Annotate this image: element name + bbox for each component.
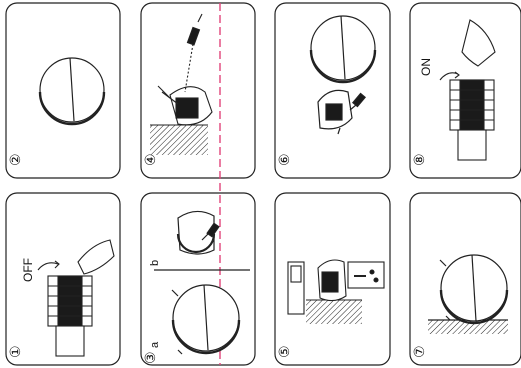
- panel-4-number: ④: [142, 153, 158, 166]
- on-label: ON: [419, 58, 433, 76]
- panel-5-illustration: [288, 260, 384, 324]
- panel-4-illustration: [150, 14, 212, 155]
- panel-8-illustration: [440, 20, 495, 160]
- panel-5-number: ⑤: [276, 345, 292, 358]
- panel-1-illustration: [38, 240, 114, 356]
- off-label: OFF: [21, 258, 35, 282]
- panel-6-number: ⑥: [276, 153, 292, 166]
- panel-2-number: ②: [7, 153, 23, 166]
- panel-3-sub-a: a: [149, 341, 161, 348]
- panel-3-number: ③: [142, 351, 158, 364]
- panel-7-number: ⑦: [411, 345, 427, 358]
- panel-8-number: ⑧: [411, 153, 427, 166]
- panel-2-device: [40, 58, 104, 124]
- panel-3-illustration: [154, 211, 250, 354]
- panel-7-illustration: [428, 255, 508, 334]
- panel-6-illustration: [311, 16, 375, 134]
- panel-1-number: ①: [7, 345, 23, 358]
- panel-3-sub-b: b: [149, 260, 161, 266]
